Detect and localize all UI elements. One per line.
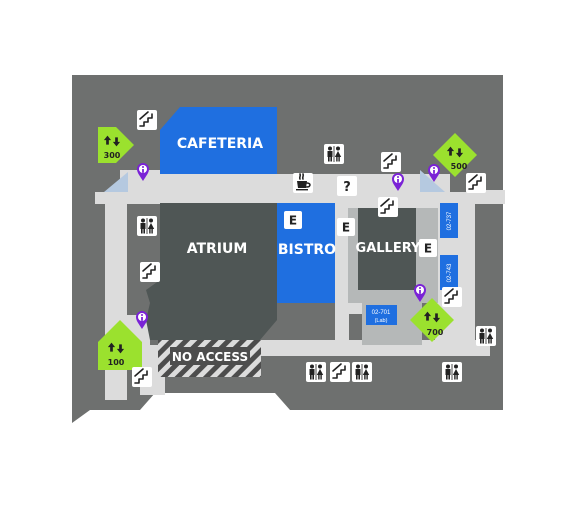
bistro-label: BISTRO <box>278 242 336 258</box>
restroom-icon[interactable] <box>352 362 372 382</box>
coffee-icon[interactable] <box>293 173 313 193</box>
atrium-label: ATRIUM <box>187 241 248 257</box>
cafeteria-label: CAFETERIA <box>177 136 263 152</box>
room-02-737 <box>440 203 458 238</box>
elevator-500[interactable]: 500 <box>433 133 477 177</box>
corner-wedge-right <box>420 170 445 192</box>
elevator-700[interactable]: 700 <box>410 298 454 342</box>
elevator-300[interactable]: 300 <box>98 127 134 163</box>
stairs-icon[interactable] <box>441 286 463 308</box>
stairs-icon[interactable] <box>380 151 402 173</box>
elevator-100[interactable]: 100 <box>98 320 142 370</box>
restroom-icon[interactable] <box>442 362 462 382</box>
gallery-label: GALLERY <box>356 241 421 256</box>
restroom-icon[interactable] <box>476 326 496 346</box>
room-gallery <box>358 208 416 290</box>
no-access-label: NO ACCESS <box>172 350 248 364</box>
room-02-701-sub-label: (Lab) <box>375 318 388 324</box>
entrance-marker-gallery[interactable]: E <box>419 239 437 257</box>
room-02-701-label: 02-701 <box>372 310 391 316</box>
entrance-label: E <box>424 242 432 256</box>
room-02-743-label: 02-743 <box>447 263 453 282</box>
restroom-icon[interactable] <box>306 362 326 382</box>
entrance-marker-corridor[interactable]: E <box>337 218 355 236</box>
entrance-label: E <box>289 214 297 228</box>
stairs-icon[interactable] <box>329 361 351 383</box>
help-label: ? <box>343 180 351 195</box>
restroom-icon[interactable] <box>137 216 157 236</box>
elevator-300-label: 300 <box>104 151 121 160</box>
help-marker[interactable]: ? <box>337 176 357 196</box>
elevator-100-label: 100 <box>108 358 125 367</box>
stairs-icon[interactable] <box>136 109 158 131</box>
corner-wedge-left <box>104 172 128 192</box>
elevator-700-label: 700 <box>427 328 444 337</box>
entrance-marker-bistro[interactable]: E <box>284 211 302 229</box>
room-atrium <box>146 203 277 340</box>
stairs-icon[interactable] <box>139 261 161 283</box>
stairs-icon[interactable] <box>377 196 399 218</box>
stairs-icon[interactable] <box>131 366 153 388</box>
restroom-icon[interactable] <box>324 144 344 164</box>
room-02-743 <box>440 255 458 290</box>
entrance-label: E <box>342 221 350 235</box>
room-02-737-label: 02-737 <box>447 211 453 230</box>
room-cafeteria <box>160 107 277 174</box>
room-02-701 <box>366 305 397 325</box>
lobby-cutout <box>195 393 273 413</box>
stairs-icon[interactable] <box>465 172 487 194</box>
elevator-500-label: 500 <box>451 162 468 171</box>
